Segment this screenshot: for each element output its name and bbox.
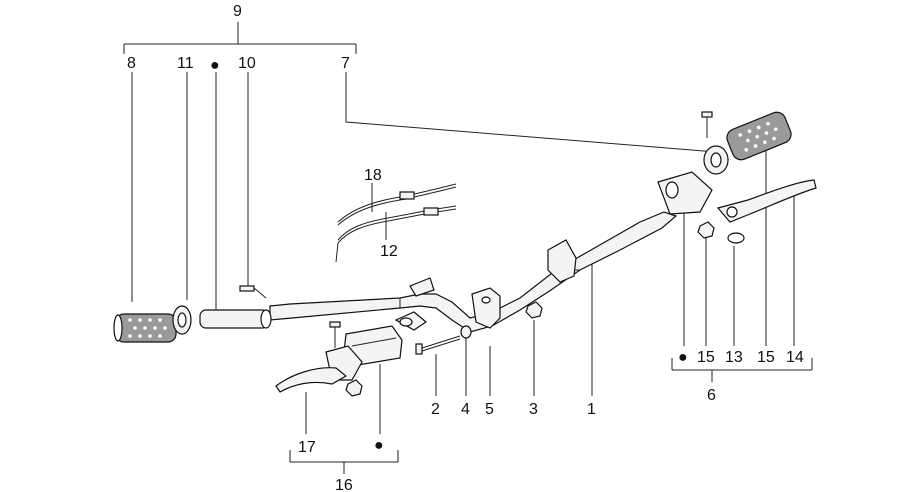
screw-10: [239, 285, 267, 299]
right-grip: [726, 111, 792, 161]
pump-bolt: [329, 321, 341, 348]
marker-dot: ●: [678, 349, 688, 366]
right-top-bolt: [701, 111, 713, 138]
marker-dot: ●: [210, 57, 220, 74]
nut-15: [697, 221, 715, 239]
callout-9: 9: [233, 3, 242, 20]
marker-dot: ●: [374, 437, 384, 454]
clip-13: [727, 232, 745, 244]
callout-8: 8: [127, 55, 136, 72]
pump-nut: [345, 379, 363, 397]
bolt-2: [415, 335, 461, 355]
cable-12: [335, 205, 457, 263]
lever-17: [275, 367, 348, 393]
callout-2: 2: [431, 401, 440, 418]
callout-10: 10: [238, 55, 256, 72]
group-bracket-6: [671, 358, 813, 382]
bracket-5: [471, 287, 501, 329]
callout-15: 15: [697, 349, 715, 366]
right-flange-ring: [703, 145, 729, 175]
left-grip: [113, 313, 177, 343]
callout-16: 16: [335, 477, 353, 492]
nut-3: [525, 301, 543, 319]
callout-6: 6: [707, 387, 716, 404]
lever-clamp: [657, 171, 713, 215]
throttle-sleeve: [199, 309, 272, 329]
callout-18: 18: [364, 167, 382, 184]
callout-7: 7: [341, 55, 350, 72]
callout-3: 3: [529, 401, 538, 418]
callout-13: 13: [725, 349, 743, 366]
callout-11: 11: [177, 55, 194, 72]
callout-14: 14: [786, 349, 804, 366]
callout-15: 15: [757, 349, 775, 366]
cable-18: [337, 183, 457, 226]
callout-17: 17: [298, 439, 316, 456]
callout-4: 4: [461, 401, 470, 418]
callout-12: 12: [380, 243, 398, 260]
washer-4: [460, 325, 472, 339]
left-flange-ring: [172, 305, 192, 335]
group-bracket-16: [289, 450, 399, 474]
handlebar-tube: [269, 211, 678, 333]
callout-1: 1: [587, 401, 596, 418]
group-bracket-9: [123, 22, 357, 54]
callout-5: 5: [485, 401, 494, 418]
leader-lines: [131, 72, 795, 434]
lever-14: [716, 179, 817, 223]
